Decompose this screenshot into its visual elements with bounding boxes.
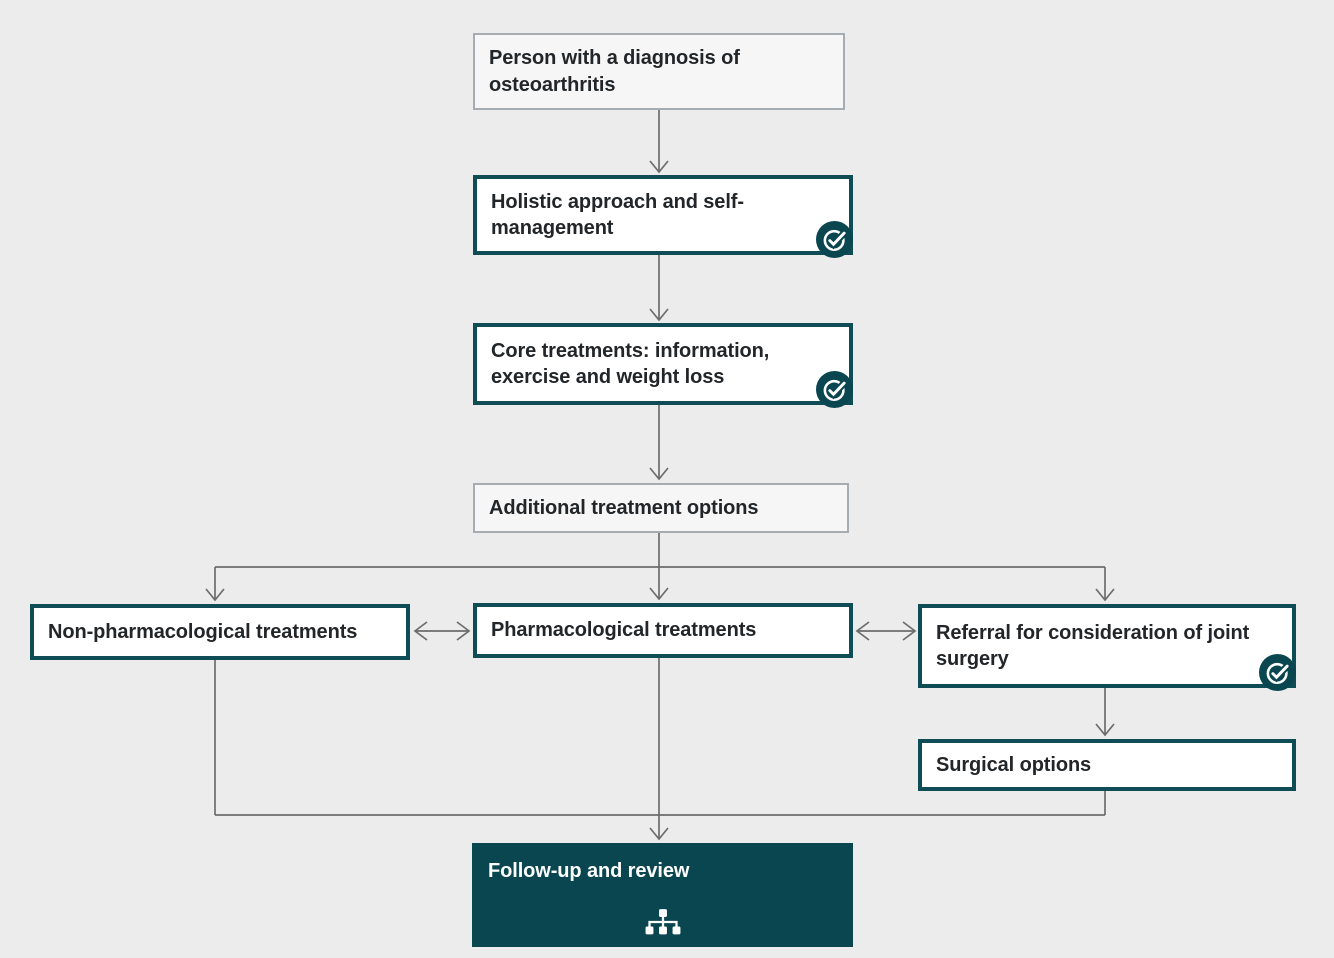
circled-check-icon [1259, 654, 1296, 691]
circled-check-icon [816, 221, 853, 258]
node-core-treatments[interactable]: Core treatments: information, exercise a… [473, 323, 853, 408]
node-label: Surgical options [936, 753, 1092, 776]
node-person-with-diagnosis: Person with a diagnosis of osteoarthriti… [473, 33, 845, 110]
sitemap-icon [645, 909, 681, 935]
node-label: Holistic approach and self-management [491, 190, 744, 239]
circled-check-icon [816, 371, 853, 408]
node-holistic-approach[interactable]: Holistic approach and self-management [473, 175, 853, 258]
node-referral-joint-surgery[interactable]: Referral for consideration of joint surg… [918, 604, 1296, 691]
node-label: Core treatments: information, exercise a… [491, 339, 770, 388]
node-label: Person with a diagnosis of osteoarthriti… [489, 47, 740, 96]
node-label: Follow-up and review [488, 860, 690, 882]
node-pharmacological-treatments[interactable]: Pharmacological treatments [473, 603, 853, 658]
node-label: Pharmacological treatments [491, 619, 757, 642]
node-additional-treatment-options: Additional treatment options [473, 483, 849, 533]
node-non-pharmacological-treatments[interactable]: Non-pharmacological treatments [30, 604, 410, 660]
node-label: Referral for consideration of joint surg… [936, 621, 1250, 670]
node-follow-up-review[interactable]: Follow-up and review [472, 843, 853, 947]
node-label: Additional treatment options [489, 496, 759, 519]
node-label: Non-pharmacological treatments [48, 620, 358, 643]
node-surgical-options[interactable]: Surgical options [918, 739, 1296, 791]
